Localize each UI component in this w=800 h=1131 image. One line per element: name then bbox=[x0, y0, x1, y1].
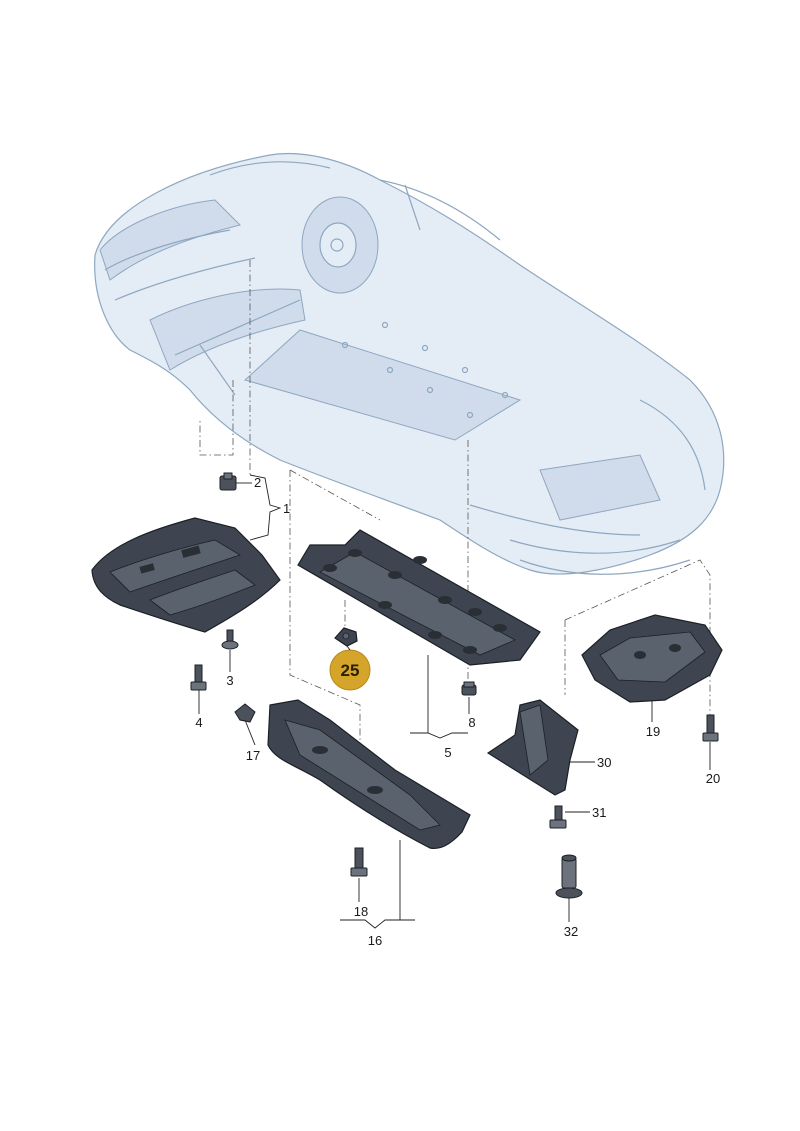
nut-part-8 bbox=[461, 681, 477, 696]
bolt-part-18 bbox=[350, 847, 368, 877]
side-sill-shield bbox=[267, 699, 471, 850]
clip-part-2 bbox=[219, 472, 237, 491]
callout-20: 20 bbox=[706, 771, 720, 786]
bolt-part-20 bbox=[702, 714, 719, 742]
highlight-badge-label: 25 bbox=[341, 661, 360, 680]
highlighted-clip-part-25 bbox=[334, 627, 358, 647]
callout-31: 31 bbox=[592, 805, 606, 820]
center-underbody-panel bbox=[297, 529, 541, 666]
front-engine-shield bbox=[91, 517, 281, 633]
callout-17: 17 bbox=[246, 748, 260, 763]
callout-19: 19 bbox=[646, 724, 660, 739]
highlight-badge-25[interactable]: 25 bbox=[329, 649, 371, 691]
bracket-clip-part-17 bbox=[234, 703, 256, 723]
bolt-part-4 bbox=[190, 664, 207, 691]
spacer-sleeve-part-32 bbox=[555, 854, 583, 899]
bracket-part-30 bbox=[486, 699, 579, 796]
callout-labels: 1 2 3 4 5 8 16 17 18 19 20 30 31 32 bbox=[195, 475, 720, 948]
callout-18: 18 bbox=[354, 904, 368, 919]
callout-8: 8 bbox=[468, 715, 475, 730]
bolt-part-31 bbox=[549, 805, 567, 829]
callout-1: 1 bbox=[283, 501, 290, 516]
screw-part-3 bbox=[221, 629, 239, 650]
leader-lines bbox=[198, 474, 711, 929]
callout-5: 5 bbox=[444, 745, 451, 760]
vehicle-underbody bbox=[94, 152, 725, 575]
floor-studs bbox=[341, 321, 509, 419]
callout-3: 3 bbox=[226, 673, 233, 688]
callout-4: 4 bbox=[195, 715, 202, 730]
callout-30: 30 bbox=[597, 755, 611, 770]
panel-holes bbox=[323, 549, 507, 654]
callout-32: 32 bbox=[564, 924, 578, 939]
callout-16: 16 bbox=[368, 933, 382, 948]
rear-shield bbox=[581, 614, 723, 703]
callout-2: 2 bbox=[254, 475, 261, 490]
